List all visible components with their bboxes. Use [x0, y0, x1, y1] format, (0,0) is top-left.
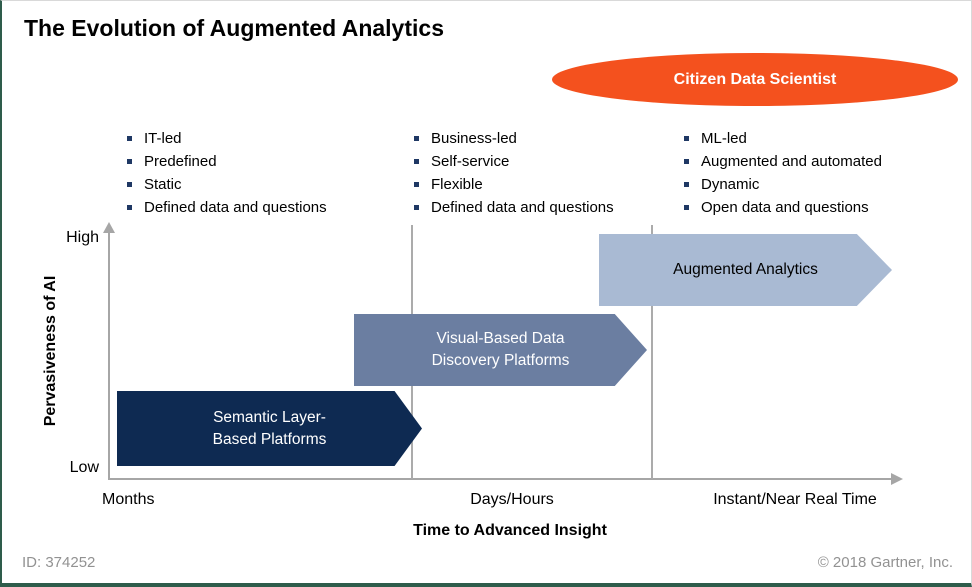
- bullet-square-icon: [127, 182, 132, 187]
- footer-id-label: ID: 374252: [22, 554, 96, 571]
- citizen-data-scientist-bubble: Citizen Data Scientist: [552, 53, 958, 106]
- bullet-square-icon: [414, 159, 419, 164]
- y-axis-line: [108, 232, 110, 479]
- bullet-list-ml-led: ML-led Augmented and automated Dynamic O…: [684, 127, 882, 219]
- bullet-item: Static: [127, 173, 327, 196]
- stage-label-line: Augmented Analytics: [673, 261, 818, 278]
- bullet-text: Business-led: [431, 130, 517, 147]
- y-axis-arrowhead-icon: [103, 222, 115, 233]
- bullet-list-it-led: IT-led Predefined Static Defined data an…: [127, 127, 327, 219]
- bullet-text: Self-service: [431, 153, 510, 170]
- bullet-text: Defined data and questions: [431, 199, 614, 216]
- bullet-item: Augmented and automated: [684, 150, 882, 173]
- y-axis-tick-high: High: [66, 229, 99, 246]
- bullet-square-icon: [127, 159, 132, 164]
- bullet-item: Defined data and questions: [127, 196, 327, 219]
- stage-arrow-semantic-layer-based-platforms: Semantic Layer- Based Platforms: [117, 391, 422, 466]
- bullet-item: IT-led: [127, 127, 327, 150]
- x-axis-title: Time to Advanced Insight: [413, 522, 607, 539]
- bullet-square-icon: [684, 159, 689, 164]
- bullet-item: Self-service: [414, 150, 614, 173]
- bullet-text: Open data and questions: [701, 199, 869, 216]
- bullet-item: Dynamic: [684, 173, 882, 196]
- page-title: The Evolution of Augmented Analytics: [24, 15, 444, 41]
- footer-copyright: © 2018 Gartner, Inc.: [817, 554, 953, 571]
- bullet-item: Predefined: [127, 150, 327, 173]
- bullet-square-icon: [684, 182, 689, 187]
- bullet-item: Flexible: [414, 173, 614, 196]
- stage-label-line: Based Platforms: [212, 430, 327, 448]
- x-axis-tick-instant: Instant/Near Real Time: [713, 491, 877, 508]
- bullet-text: Predefined: [144, 153, 217, 170]
- bullet-text: ML-led: [701, 130, 747, 147]
- stage-label-line: Semantic Layer-: [213, 408, 326, 426]
- bullet-square-icon: [684, 136, 689, 141]
- bullet-item: ML-led: [684, 127, 882, 150]
- bullet-square-icon: [414, 136, 419, 141]
- x-axis-line: [108, 478, 892, 480]
- x-axis-arrowhead-icon: [891, 473, 903, 485]
- bullet-text: IT-led: [144, 130, 182, 147]
- bullet-square-icon: [414, 182, 419, 187]
- stage-label-line: Discovery Platforms: [431, 352, 570, 369]
- x-axis-tick-days-hours: Days/Hours: [470, 491, 554, 508]
- bullet-text: Flexible: [431, 176, 483, 193]
- bullet-item: Open data and questions: [684, 196, 882, 219]
- stage-arrow-visual-based-data-discovery-platforms: Visual-Based Data Discovery Platforms: [354, 314, 647, 386]
- bullet-text: Dynamic: [701, 176, 760, 193]
- gridline-instant: [651, 225, 653, 479]
- bullet-text: Augmented and automated: [701, 153, 882, 170]
- bullet-item: Defined data and questions: [414, 196, 614, 219]
- x-axis-tick-months: Months: [102, 491, 155, 508]
- bullet-square-icon: [127, 136, 132, 141]
- bullet-square-icon: [127, 205, 132, 210]
- stage-label-line: Visual-Based Data: [436, 330, 565, 347]
- bullet-list-business-led: Business-led Self-service Flexible Defin…: [414, 127, 614, 219]
- bubble-label: Citizen Data Scientist: [673, 70, 837, 88]
- y-axis-tick-low: Low: [69, 459, 99, 476]
- bullet-text: Static: [144, 176, 182, 193]
- y-axis-title: Pervasiveness of AI: [42, 275, 59, 427]
- stage-arrow-augmented-analytics: Augmented Analytics: [599, 234, 892, 306]
- bullet-square-icon: [414, 205, 419, 210]
- bullet-square-icon: [684, 205, 689, 210]
- bullet-item: Business-led: [414, 127, 614, 150]
- bullet-text: Defined data and questions: [144, 199, 327, 216]
